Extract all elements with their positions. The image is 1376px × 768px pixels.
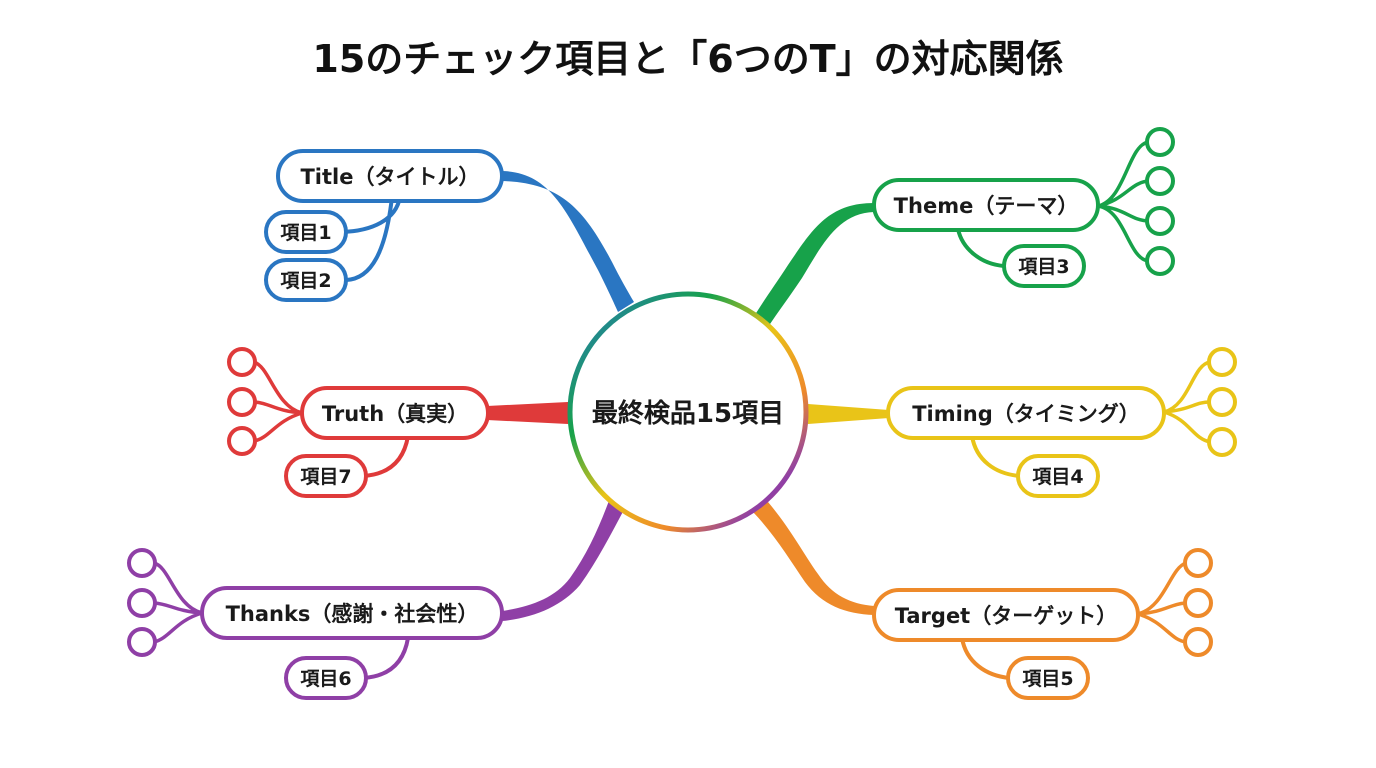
timing-fan-circles [1207, 347, 1237, 457]
title-node: Title（タイトル） [276, 149, 504, 203]
item-label-7: 項目7 [300, 466, 351, 488]
thanks-node-label: Thanks（感謝・社会性） [226, 602, 479, 626]
truth-fan-circles [227, 347, 257, 456]
item-node-1: 項目1 [264, 210, 348, 254]
target-node-label: Target（ターゲット） [895, 604, 1117, 628]
title-node-label: Title（タイトル） [300, 165, 479, 189]
item-label-2: 項目2 [280, 270, 331, 292]
truth-node-label: Truth（真実） [322, 402, 468, 426]
timing-node: Timing（タイミング） [886, 386, 1166, 440]
center-node: 最終検品15項目 [567, 291, 809, 533]
item-label-1: 項目1 [280, 222, 331, 244]
theme-main-branch [753, 203, 874, 327]
theme-connectors [956, 228, 1005, 268]
item-node-5: 項目5 [1006, 656, 1090, 700]
center-label: 最終検品15項目 [592, 398, 784, 429]
item-label-5: 項目5 [1022, 668, 1073, 690]
truth-node: Truth（真実） [300, 386, 490, 440]
thanks-main-branch [502, 498, 626, 621]
theme-fan-lines [1097, 140, 1149, 263]
item-node-7: 項目7 [284, 454, 368, 498]
item-node-3: 項目3 [1002, 244, 1086, 288]
target-main-branch [753, 502, 874, 615]
timing-node-label: Timing（タイミング） [912, 402, 1140, 426]
item-label-6: 項目6 [300, 668, 351, 690]
timing-main-branch [808, 404, 889, 424]
item-node-2: 項目2 [264, 258, 348, 302]
truth-fan-lines [253, 360, 303, 443]
target-fan-lines [1137, 561, 1187, 644]
item-label-3: 項目3 [1018, 256, 1069, 278]
theme-node-label: Theme（テーマ） [894, 194, 1079, 218]
thanks-fan-circles [127, 548, 157, 657]
item-label-4: 項目4 [1032, 466, 1083, 488]
target-fan-circles [1183, 548, 1213, 657]
item-node-6: 項目6 [284, 656, 368, 700]
item-node-4: 項目4 [1016, 454, 1100, 498]
page-title: 15のチェック項目と「6つのT」の対応関係 [312, 37, 1064, 81]
thanks-connectors [363, 637, 410, 680]
title-connectors [341, 196, 402, 282]
title-main-branch [502, 171, 634, 312]
thanks-node: Thanks（感謝・社会性） [200, 586, 504, 640]
truth-main-branch [487, 402, 568, 424]
theme-node: Theme（テーマ） [872, 178, 1100, 232]
theme-fan-circles [1145, 127, 1175, 276]
timing-connectors [970, 435, 1021, 478]
target-connectors [960, 637, 1011, 680]
truth-connectors [363, 435, 410, 478]
thanks-fan-lines [153, 561, 203, 644]
timing-fan-lines [1163, 360, 1211, 444]
target-node: Target（ターゲット） [872, 588, 1140, 642]
